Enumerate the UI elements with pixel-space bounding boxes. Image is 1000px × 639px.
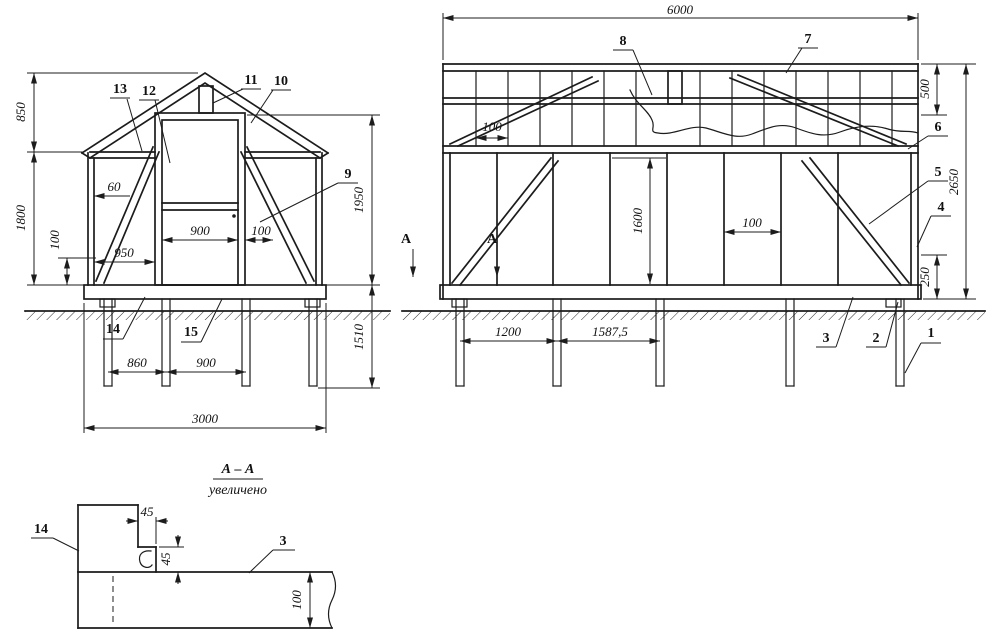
dim-front-1950: 1950 (351, 187, 366, 214)
ridge-post (198, 85, 214, 114)
front-ground (24, 310, 391, 320)
front-braces (94, 145, 316, 285)
detail-title-text: А – А (221, 462, 255, 477)
dim-front-100: 100 (47, 230, 62, 250)
part-label-11: 11 (244, 73, 257, 88)
dim-front-3000: 3000 (191, 411, 219, 426)
detail-subtitle-text: увеличено (207, 483, 267, 498)
section-marks: А А (401, 232, 500, 277)
side-wall (449, 152, 912, 287)
dim-side-1600: 1600 (630, 208, 645, 235)
part-label-6: 6 (935, 120, 942, 135)
part-label-detail-3: 3 (280, 534, 287, 549)
side-floor-beam (439, 284, 922, 308)
dim-side-2650: 2650 (946, 169, 961, 196)
part-label-detail-14: 14 (34, 522, 48, 537)
side-view: 6000 500 250 2650 100 1600 100 1200 1587… (401, 2, 986, 387)
dim-detail-45-v: 45 (158, 552, 173, 566)
dim-front-1800: 1800 (13, 205, 28, 232)
dim-front-950: 950 (114, 245, 134, 260)
section-label-a-inner: А (487, 232, 498, 247)
detail-post (77, 504, 157, 573)
dim-side-100-mid: 100 (742, 215, 762, 230)
part-label-1: 1 (928, 326, 935, 341)
section-label-a-outer: А (401, 232, 412, 247)
part-label-8: 8 (620, 34, 627, 49)
side-roof-band (442, 63, 919, 300)
part-label-4: 4 (938, 200, 945, 215)
part-label-9: 9 (345, 167, 352, 182)
side-part-labels: 8 7 6 5 4 3 2 1 (613, 32, 951, 374)
dim-detail-45-h: 45 (141, 504, 155, 519)
part-label-10: 10 (274, 74, 288, 89)
side-ground (401, 310, 986, 320)
part-label-5: 5 (935, 165, 942, 180)
detail-dimensions: 45 45 100 (126, 504, 313, 628)
front-floor-beam (83, 284, 327, 308)
detail-title: А – А увеличено (207, 462, 267, 498)
dim-front-1510: 1510 (351, 324, 366, 351)
dim-front-900-door: 900 (190, 223, 210, 238)
dim-side-1200: 1200 (495, 324, 522, 339)
front-view: 850 1800 100 60 950 900 100 1950 (13, 71, 391, 433)
dim-front-100-door: 100 (251, 223, 271, 238)
dim-side-100-top: 100 (482, 119, 502, 134)
door-handle (232, 214, 236, 218)
part-label-2: 2 (873, 331, 880, 346)
dim-side-1587: 1587,5 (592, 324, 628, 339)
dim-side-500: 500 (917, 79, 932, 99)
part-label-15: 15 (184, 325, 198, 340)
detail-view: А – А увеличено 45 (31, 462, 337, 629)
dim-front-850: 850 (13, 102, 28, 122)
film-wavy-line (629, 89, 919, 137)
dim-front-900-bottom: 900 (196, 355, 216, 370)
dim-side-250: 250 (917, 267, 932, 287)
dim-side-6000: 6000 (667, 2, 694, 17)
dim-front-60: 60 (108, 179, 122, 194)
detail-beam (77, 571, 337, 629)
break-line (327, 571, 337, 629)
front-part-labels: 13 12 11 10 9 14 15 (103, 73, 358, 343)
door (154, 112, 246, 286)
dim-front-860: 860 (127, 355, 147, 370)
detail-part-labels: 14 3 (31, 522, 295, 574)
part-label-7: 7 (805, 32, 812, 47)
king-post (667, 70, 683, 105)
film-clip (138, 550, 153, 568)
part-label-13: 13 (113, 82, 127, 97)
part-label-3: 3 (823, 331, 830, 346)
side-dimensions: 6000 500 250 2650 100 1600 100 1200 1587… (442, 2, 976, 344)
dim-detail-100: 100 (289, 590, 304, 610)
front-dimensions: 850 1800 100 60 950 900 100 1950 (13, 72, 380, 433)
part-label-14: 14 (106, 322, 120, 337)
part-label-12: 12 (142, 84, 156, 99)
